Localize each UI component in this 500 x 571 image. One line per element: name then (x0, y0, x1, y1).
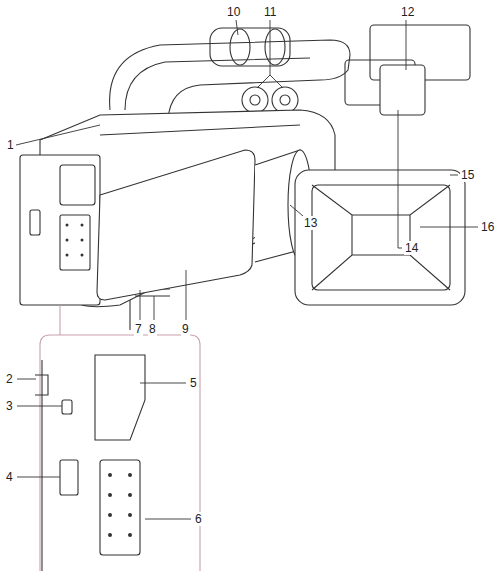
callout-number: 10 (226, 5, 241, 19)
callout-number: 1 (6, 138, 15, 152)
small-button (62, 400, 72, 414)
mic-holder (210, 28, 290, 66)
callout-number: 11 (263, 5, 277, 19)
callout-number: 6 (194, 512, 203, 526)
handle (110, 40, 350, 120)
lens-hood (295, 170, 465, 305)
eyecup (380, 65, 425, 115)
callout-number: 2 (5, 372, 14, 386)
leader-lines (16, 20, 478, 519)
xlr-input (272, 87, 298, 113)
panel-cover (95, 355, 145, 440)
callout-number: 7 (134, 322, 143, 336)
xlr-input (242, 87, 268, 113)
callout-number: 3 (5, 399, 14, 413)
callout-number: 12 (400, 5, 415, 19)
mic-ring (265, 29, 285, 65)
lcd-panel (97, 150, 255, 300)
contact-plate (100, 460, 140, 555)
callout-number: 14 (404, 241, 419, 255)
panel-cover (60, 165, 95, 205)
callout-number: 4 (5, 470, 14, 484)
hook (35, 375, 48, 395)
callout-number: 9 (181, 322, 190, 336)
callout-number: 16 (480, 220, 495, 234)
mic-ring (230, 29, 250, 65)
callout-number: 13 (303, 216, 318, 230)
inset-frame (40, 335, 200, 571)
switch (60, 460, 78, 495)
hood-opening (312, 185, 450, 290)
callout-number: 15 (460, 168, 475, 182)
callout-number: 8 (148, 322, 157, 336)
callout-number: 5 (189, 376, 198, 390)
side-panel (20, 155, 100, 305)
